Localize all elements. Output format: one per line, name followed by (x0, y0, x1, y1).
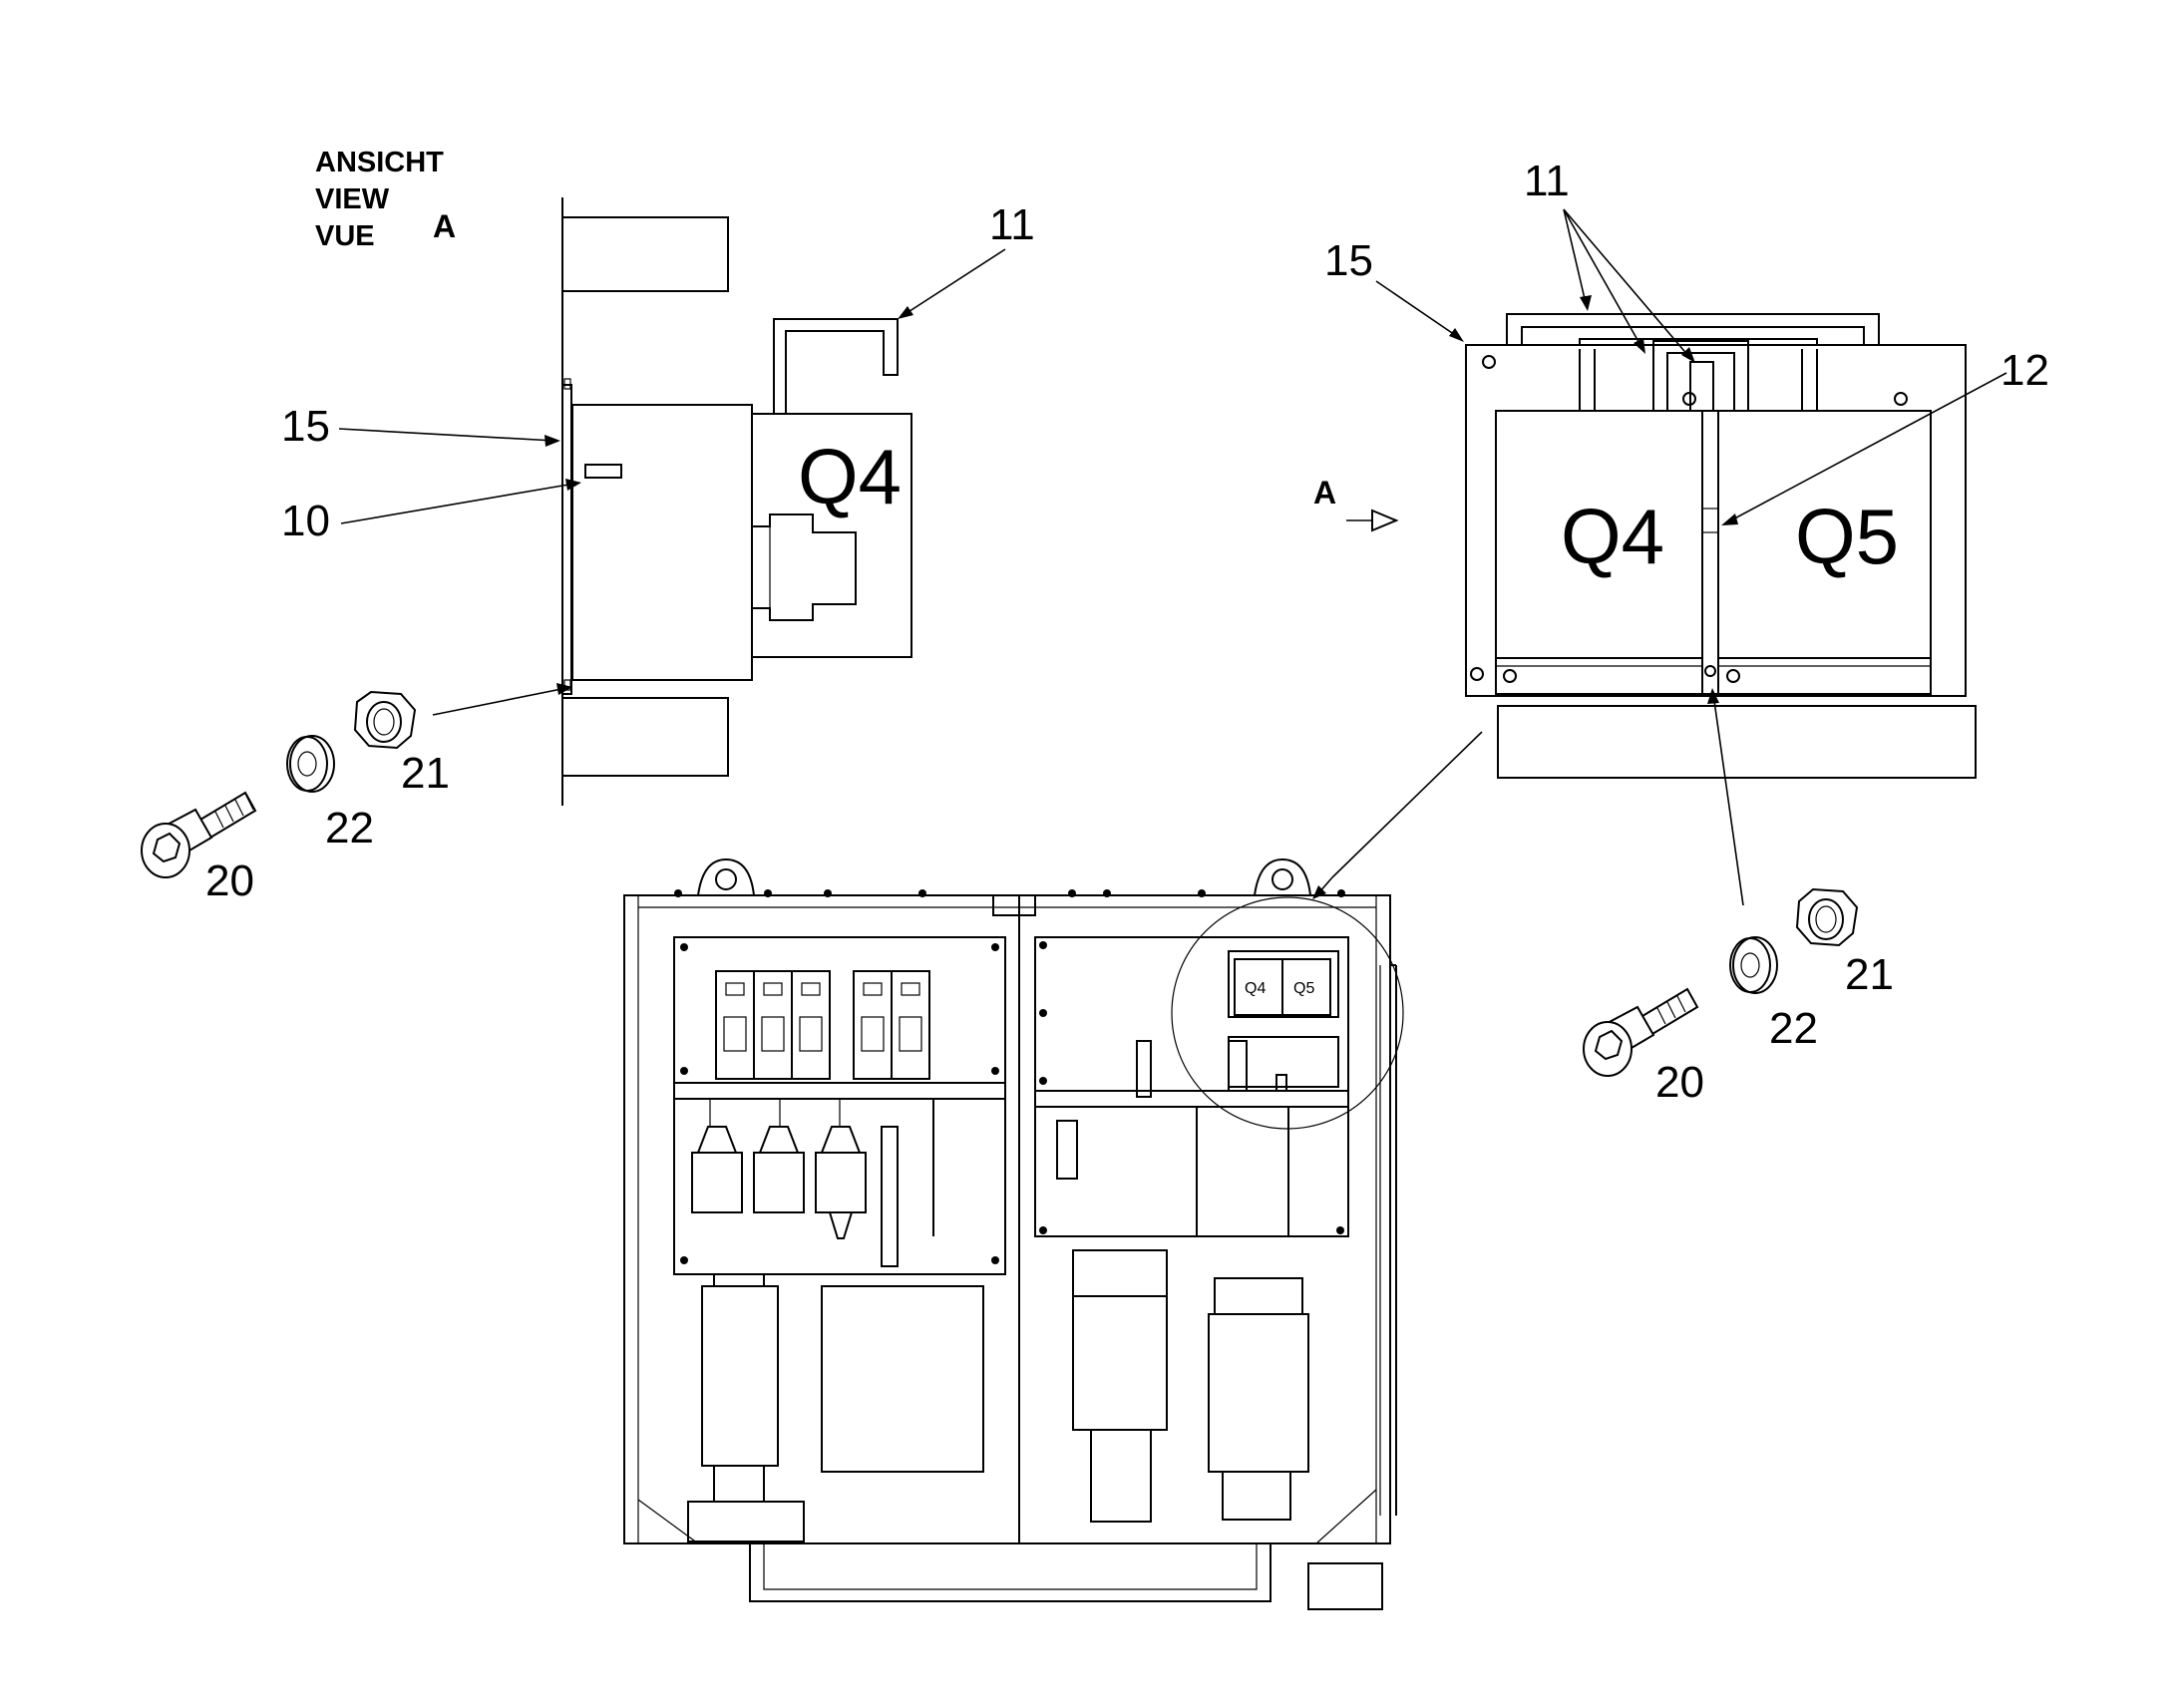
top-bolts (674, 889, 1345, 897)
side-bracket (773, 318, 899, 414)
side-breaker-label: Q4 (798, 433, 902, 520)
side-rail-lower (562, 697, 729, 777)
front-washer-22 (1729, 936, 1778, 994)
detail-q4-label: Q4 (1245, 980, 1266, 997)
side-view: Q4 11 15 10 21 22 20 (141, 197, 1035, 905)
view-caption: ANSICHT VIEW VUE A (315, 147, 456, 252)
side-insulator (584, 464, 622, 479)
view-caption-marker: A (433, 208, 456, 244)
front-callout-11: 11 (1524, 157, 1570, 205)
front-insulator (1701, 410, 1719, 695)
front-base-rail (1497, 705, 1977, 779)
filter-left (701, 1285, 779, 1467)
front-brackets (1506, 313, 1880, 411)
right-panel (1034, 936, 1349, 1237)
cabinet-frame (623, 894, 1391, 1544)
view-a-arrow: A (1313, 475, 1399, 532)
side-callout-15: 15 (281, 402, 330, 451)
left-panel (673, 936, 1006, 1275)
side-breaker-front (751, 413, 912, 658)
side-bolt-20 (141, 791, 257, 878)
contactors (691, 1099, 867, 1239)
lifting-eye-left (697, 857, 755, 896)
detail-circle (1171, 896, 1404, 1130)
breaker-row-left (715, 970, 930, 1080)
view-a-letter: A (1313, 475, 1336, 511)
cabinet-overview: Q4 Q5 (623, 857, 1404, 1610)
terminal-strip (881, 1126, 899, 1267)
front-bolt-20 (1583, 987, 1699, 1077)
front-breaker-q5 (1717, 410, 1932, 695)
view-caption-vue: VUE (315, 220, 375, 252)
transformer-right (1208, 1313, 1309, 1473)
side-nut-21 (353, 690, 417, 750)
side-rail-upper (562, 216, 729, 292)
detail-q5 (1281, 958, 1331, 1016)
view-caption-view: VIEW (315, 183, 390, 215)
front-callout-12: 12 (2000, 346, 2049, 395)
side-callout-21: 21 (401, 749, 450, 798)
side-callout-20: 20 (205, 856, 254, 905)
power-module (821, 1285, 984, 1473)
side-breaker-body (571, 404, 753, 681)
front-breaker-q4-label: Q4 (1561, 493, 1664, 580)
detail-q5-label: Q5 (1293, 980, 1314, 997)
lifting-eye-right (1254, 857, 1311, 896)
detail-breakers: Q4 Q5 (1228, 950, 1339, 1092)
front-view: Q4 Q5 A (1312, 157, 2049, 1107)
front-callout-20: 20 (1655, 1058, 1704, 1107)
cabinet-foot (1307, 1562, 1383, 1610)
view-caption-ansicht: ANSICHT (315, 147, 444, 178)
side-callout-22: 22 (325, 804, 374, 853)
front-breaker-q5-label: Q5 (1795, 493, 1899, 580)
transformer-mid (1072, 1295, 1168, 1431)
front-callout-15: 15 (1324, 236, 1373, 285)
front-callout-21: 21 (1845, 950, 1894, 999)
side-leaders (338, 248, 1006, 716)
front-leaders (1312, 208, 2007, 906)
front-nut-21 (1795, 887, 1859, 947)
side-breaker-toggle (752, 513, 857, 621)
side-washer-22 (286, 735, 335, 793)
side-callout-10: 10 (281, 497, 330, 545)
side-callout-11: 11 (989, 200, 1035, 249)
side-mounting-plate (561, 384, 572, 695)
front-callout-22: 22 (1769, 1004, 1818, 1053)
cabinet-base (749, 1543, 1272, 1602)
